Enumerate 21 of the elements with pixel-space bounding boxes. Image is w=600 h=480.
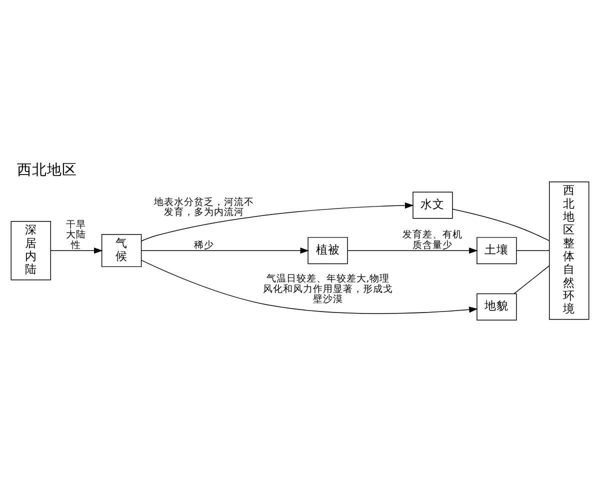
connector: [452, 208, 550, 242]
arrow: [50, 248, 103, 254]
diagram-title: 西北地区: [16, 162, 77, 179]
node-box: 西北地区整体自然环境: [549, 182, 590, 320]
arrow: [141, 202, 414, 242]
edge-label: 稀少: [194, 240, 214, 251]
connector: [514, 265, 550, 294]
node-box: 深居内陆: [10, 220, 51, 280]
edge-label: 气温日较差、年较差大,物理风化和风力作用显著，形成戈壁沙漠: [262, 274, 393, 306]
edge-label: 干旱大陆性: [66, 219, 86, 251]
arrow: [347, 248, 478, 254]
node-box: 植被: [308, 237, 348, 264]
arrow: [140, 260, 478, 314]
arrow: [141, 248, 310, 254]
edge-label: 发育差、有机质含量少: [402, 230, 463, 251]
node-box: 土壤: [476, 237, 517, 264]
node-box: 气候: [101, 234, 142, 268]
edge-label: 地表水分贫乏，河流不发育，多为内流河: [154, 196, 254, 218]
node-box: 地貌: [476, 293, 517, 320]
connector: [516, 250, 550, 251]
node-box: 水文: [412, 192, 453, 219]
